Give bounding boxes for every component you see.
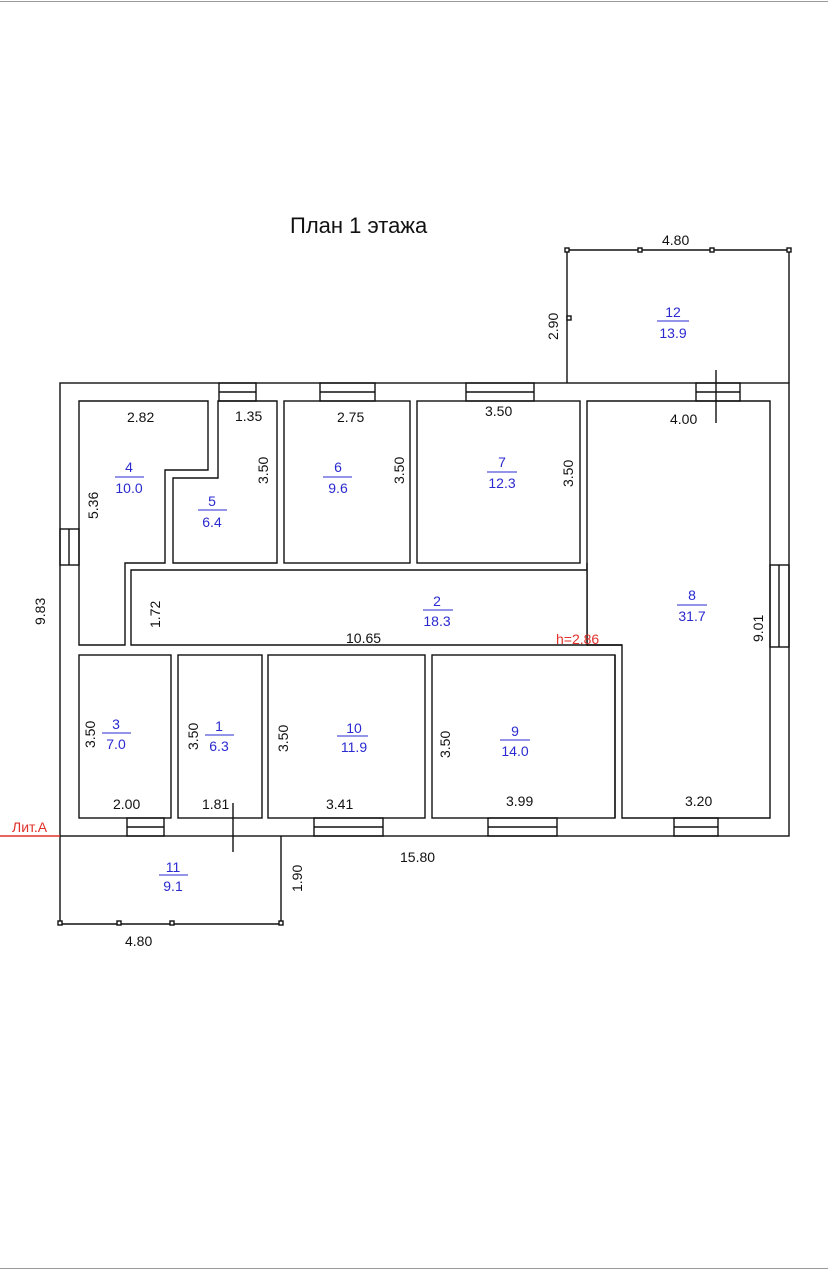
rooms-7-area-label: 31.7 xyxy=(678,608,705,624)
dimensions-r4_width-label: 2.82 xyxy=(127,409,154,425)
room-label-4: 410.0 xyxy=(115,459,144,496)
terrace-11 xyxy=(57,836,284,926)
room-label-7: 712.3 xyxy=(487,454,517,491)
room-label-9: 914.0 xyxy=(500,723,530,759)
rooms-10-area-label: 9.1 xyxy=(163,878,183,894)
room-9 xyxy=(431,654,616,819)
dimensions-r5_len-label: 3.50 xyxy=(255,457,271,484)
dimensions-overall_width-label: 15.80 xyxy=(400,849,435,865)
dimensions-r9_width-label: 3.99 xyxy=(506,793,533,809)
rooms-3-number-label: 4 xyxy=(125,459,133,475)
plan-line xyxy=(709,247,715,253)
terrace-12 xyxy=(564,247,792,383)
room-label-10: 10 11.9 xyxy=(337,720,368,755)
room-label-1: 16.3 xyxy=(205,718,234,754)
rooms-8-area-label: 14.0 xyxy=(501,743,528,759)
dimensions-r7_width-label: 3.50 xyxy=(485,403,512,419)
dimensions-terrace11_width-label: 4.80 xyxy=(125,933,152,949)
rooms-2-number-label: 3 xyxy=(112,716,120,732)
rooms-11-number-label: 12 xyxy=(665,304,681,320)
rooms-6-area-label: 12.3 xyxy=(488,475,515,491)
room-4 xyxy=(78,400,209,646)
rooms-0-number-label: 1 xyxy=(215,718,223,734)
dimensions-r3_len-label: 3.50 xyxy=(82,721,98,748)
dimensions-terrace12_width-label: 4.80 xyxy=(662,232,689,248)
rooms-1-number-label: 2 xyxy=(433,593,441,609)
corridor-2 xyxy=(130,563,588,646)
dimensions-terrace12_depth-label: 2.90 xyxy=(545,313,561,340)
dimensions-r4_len-label: 5.36 xyxy=(85,492,101,519)
dimensions-overall_depth-label: 9.83 xyxy=(32,598,48,625)
plan-line xyxy=(169,920,175,926)
rooms-11-area-label: 13.9 xyxy=(659,325,686,341)
room-label-5: 56.4 xyxy=(198,493,227,530)
dimensions-r7_len-label: 3.50 xyxy=(560,460,576,487)
dimensions-r1_len-label: 3.50 xyxy=(185,723,201,750)
dimensions-r6_width-label: 2.75 xyxy=(337,409,364,425)
rooms-1-area-label: 18.3 xyxy=(423,613,450,629)
plan-line xyxy=(564,247,570,253)
dimensions-r10_len-label: 3.50 xyxy=(275,725,291,752)
dimensions-r6_len-label: 3.50 xyxy=(391,457,407,484)
dimensions-r8_bottom-label: 3.20 xyxy=(685,793,712,809)
plan-line xyxy=(637,247,643,253)
rooms-9-number-label: 10 xyxy=(346,720,362,736)
rooms-9-area-label: 11.9 xyxy=(341,739,367,755)
rooms-4-area-label: 6.4 xyxy=(202,514,222,530)
room-label-8: 831.7 xyxy=(677,587,707,624)
dimensions-r9_len-label: 3.50 xyxy=(437,731,453,758)
dimensions-r1_width-label: 1.81 xyxy=(202,796,229,812)
dimensions-r3_width-label: 2.00 xyxy=(113,796,140,812)
top-border xyxy=(0,1,828,2)
plan-line xyxy=(566,315,572,321)
windows xyxy=(0,370,790,852)
room-7 xyxy=(416,400,581,564)
dimensions-corridor_width-label: 1.72 xyxy=(147,601,163,628)
plan-line xyxy=(278,920,284,926)
room-label-6: 69.6 xyxy=(323,459,352,496)
rooms-5-number-label: 6 xyxy=(334,459,342,475)
room-3 xyxy=(78,654,172,819)
rooms-4-number-label: 5 xyxy=(208,493,216,509)
rooms-6-number-label: 7 xyxy=(498,454,506,470)
plan-line xyxy=(116,920,122,926)
dimensions-terrace11_depth-label: 1.90 xyxy=(289,865,305,892)
room-label-11: 119.1 xyxy=(159,859,188,894)
litera-label: Лит.А xyxy=(12,819,48,835)
dimensions-r8_width-label: 4.00 xyxy=(670,411,697,427)
dimensions-r10_width-label: 3.41 xyxy=(326,796,353,812)
rooms-0-area-label: 6.3 xyxy=(209,738,229,754)
rooms-3-area-label: 10.0 xyxy=(115,480,142,496)
room-label-3: 37.0 xyxy=(102,716,131,752)
rooms-5-area-label: 9.6 xyxy=(328,480,348,496)
rooms-10-number-label: 11 xyxy=(166,859,181,875)
dimension-labels: 4.80 2.90 2.82 1.35 2.75 3.50 4.00 5.36 … xyxy=(12,232,766,949)
plan-line xyxy=(786,247,792,253)
rooms-7-number-label: 8 xyxy=(688,587,696,603)
plan-title: План 1 этажа xyxy=(290,213,428,238)
room-label-12: 12 13.9 xyxy=(657,304,689,341)
dimensions-corridor_len-label: 10.65 xyxy=(346,630,381,646)
room-labels: 410.0 56.4 69.6 712.3 218.3 831.7 37.0 1… xyxy=(102,304,707,894)
room-5 xyxy=(172,400,278,564)
plan-line xyxy=(57,920,63,926)
rooms-8-number-label: 9 xyxy=(511,723,519,739)
ceiling-height: h=2.86 xyxy=(556,631,599,647)
room-1 xyxy=(177,654,263,819)
dimensions-r8_len-label: 9.01 xyxy=(750,615,766,642)
rooms-2-area-label: 7.0 xyxy=(106,736,126,752)
room-label-2: 218.3 xyxy=(423,593,453,629)
dimensions-r5_width-label: 1.35 xyxy=(235,408,262,424)
bottom-border xyxy=(0,1268,828,1269)
